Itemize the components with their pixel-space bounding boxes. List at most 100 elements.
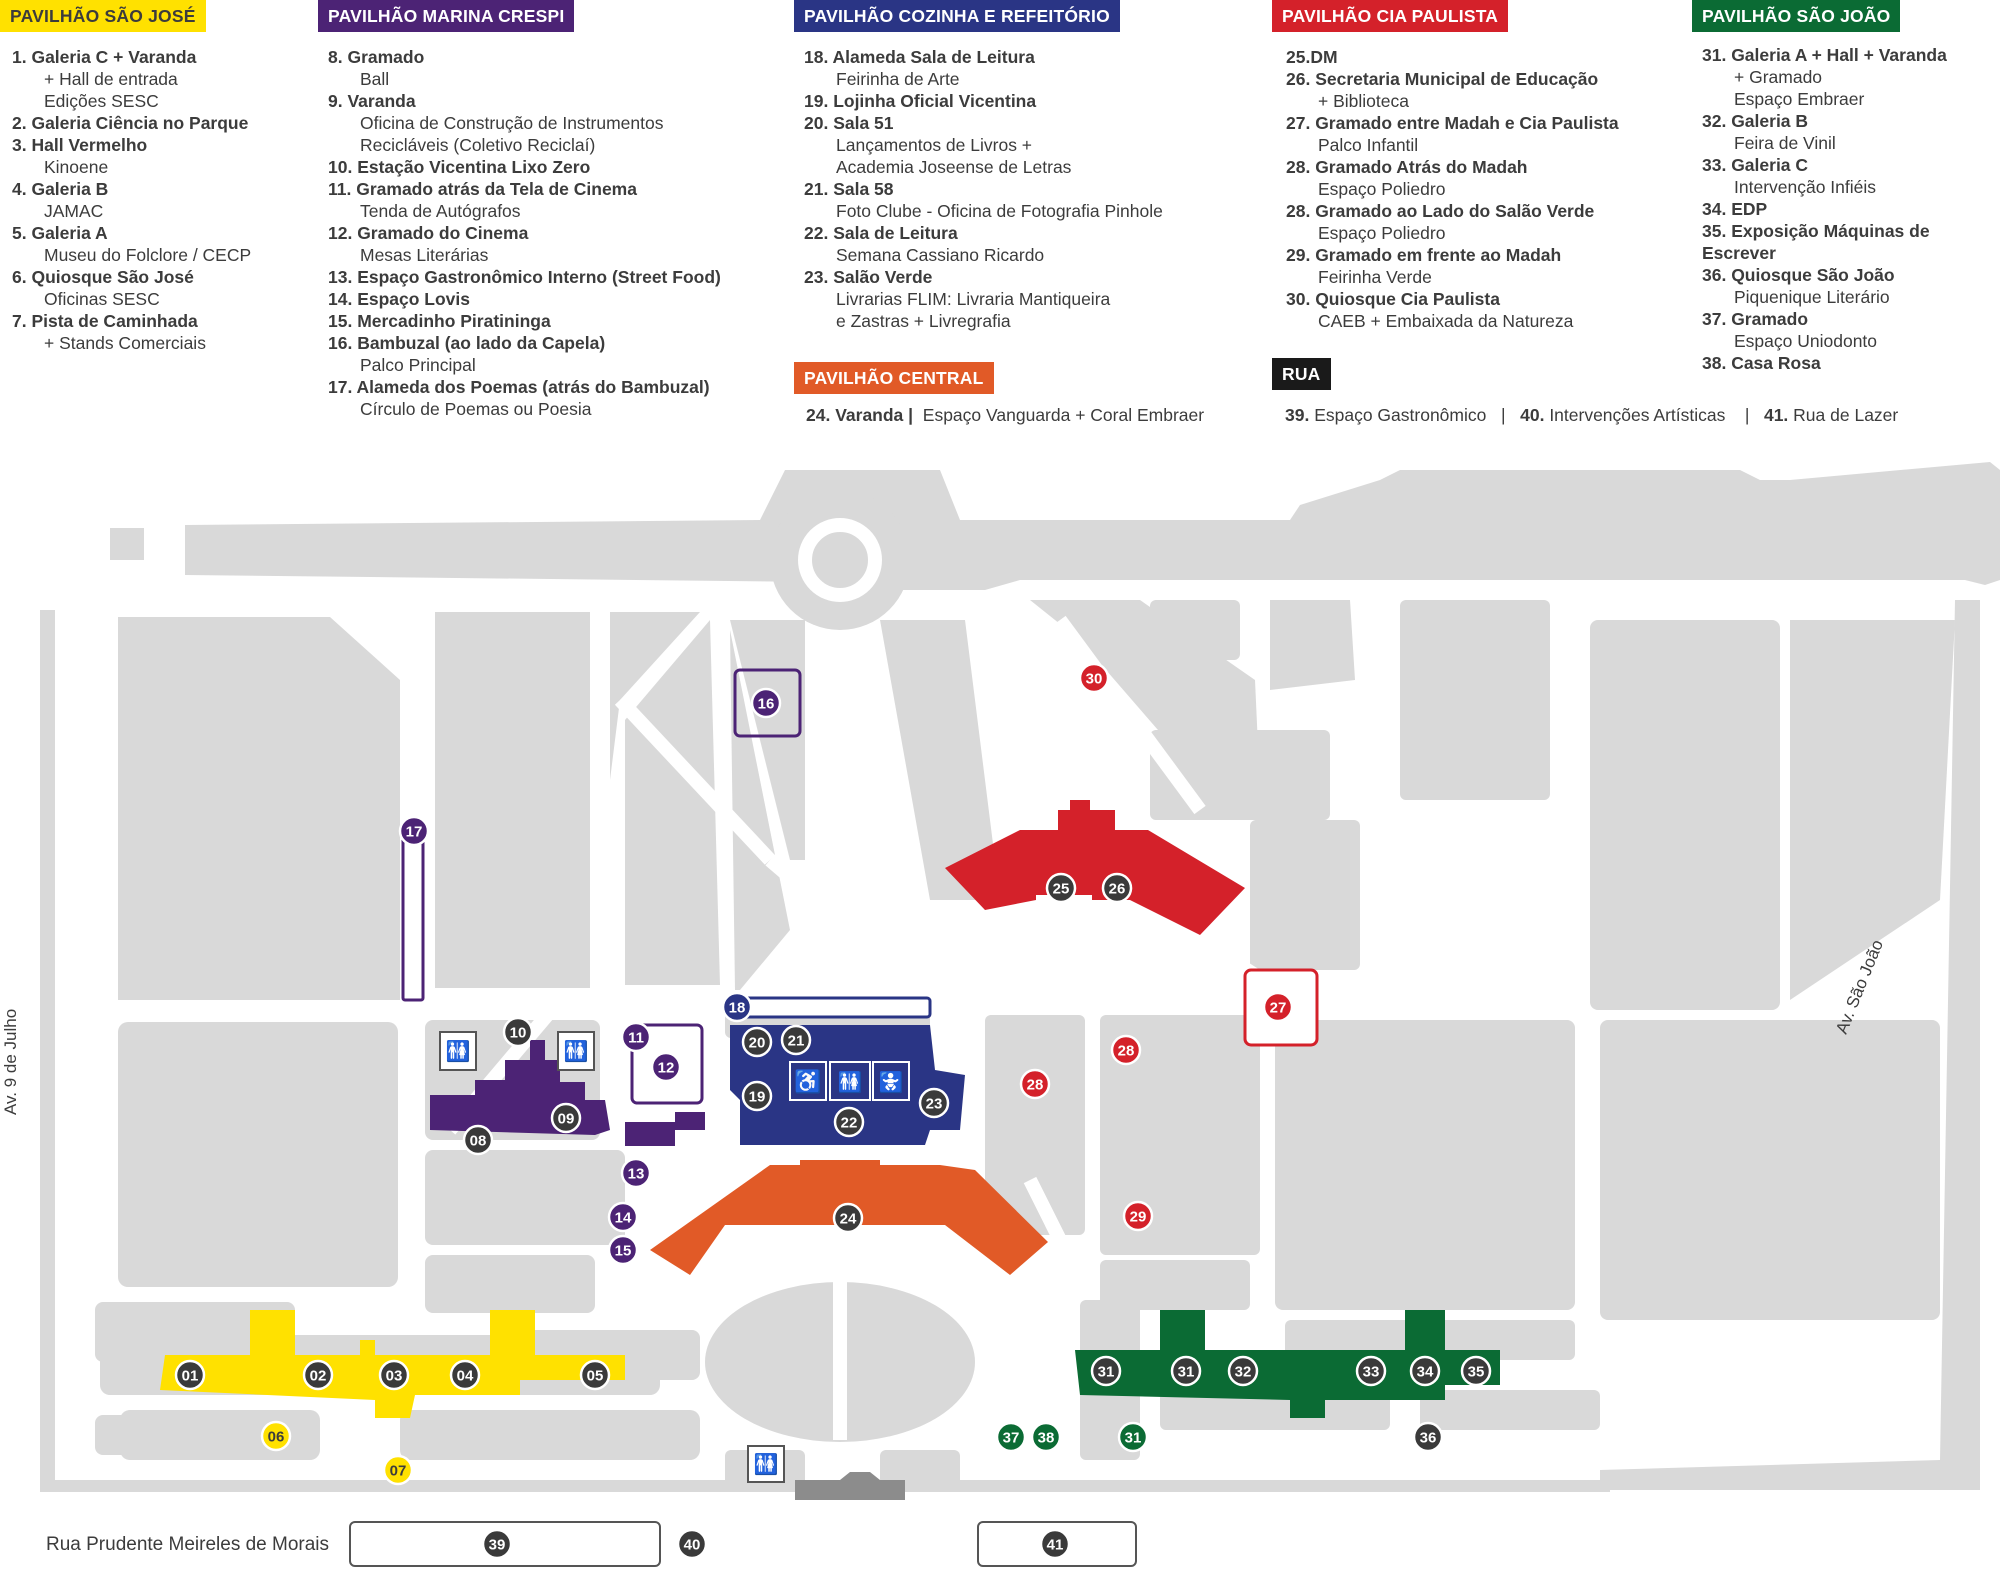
map-marker-01[interactable]: 01 xyxy=(174,1359,206,1391)
map-marker-41[interactable]: 41 xyxy=(1039,1528,1071,1560)
map-marker-20[interactable]: 20 xyxy=(741,1026,773,1058)
map-marker-label: 39 xyxy=(489,1537,506,1554)
map-marker-label: 36 xyxy=(1420,1430,1437,1447)
restroom-icon: 🚻 xyxy=(557,1031,595,1071)
map-marker-23[interactable]: 23 xyxy=(918,1087,950,1119)
map-marker-14[interactable]: 14 xyxy=(607,1201,639,1233)
map-marker-circle xyxy=(620,1157,652,1189)
legend-item-detail: Museu do Folclore / CECP xyxy=(44,245,252,265)
map-marker-label: 05 xyxy=(587,1368,604,1385)
map-marker-label: 25 xyxy=(1053,881,1070,898)
map-marker-label: 28 xyxy=(1027,1077,1044,1094)
map-marker-16[interactable]: 16 xyxy=(750,687,782,719)
map-marker-24[interactable]: 24 xyxy=(832,1202,864,1234)
map-marker-12[interactable]: 12 xyxy=(650,1051,682,1083)
map-marker-39[interactable]: 39 xyxy=(481,1528,513,1560)
map-marker-37[interactable]: 37 xyxy=(995,1421,1027,1453)
map-marker-22[interactable]: 22 xyxy=(833,1106,865,1138)
legend-item: 7. Pista de Caminhada+ Stands Comerciais xyxy=(12,310,310,354)
legend-item-title: 22. Sala de Leitura xyxy=(804,223,958,243)
map-marker-31[interactable]: 31 xyxy=(1090,1355,1122,1387)
map-marker-31[interactable]: 31 xyxy=(1117,1421,1149,1453)
map-marker-28[interactable]: 28 xyxy=(1110,1034,1142,1066)
restroom-icon: 🚻 xyxy=(439,1031,477,1071)
map-marker-34[interactable]: 34 xyxy=(1409,1355,1441,1387)
map-marker-label: 01 xyxy=(182,1368,199,1385)
legend-title-sao-jose: PAVILHÃO SÃO JOSÉ xyxy=(0,0,206,32)
map-marker-label: 15 xyxy=(615,1243,632,1260)
map-marker-40[interactable]: 40 xyxy=(676,1528,708,1560)
map-marker-circle xyxy=(302,1359,334,1391)
map-marker-04[interactable]: 04 xyxy=(449,1359,481,1391)
map-marker-circle xyxy=(1227,1355,1259,1387)
map-marker-02[interactable]: 02 xyxy=(302,1359,334,1391)
map-marker-25[interactable]: 25 xyxy=(1045,872,1077,904)
legend-item-title: 20. Sala 51 xyxy=(804,113,894,133)
legend-item-detail: Recicláveis (Coletivo Reciclaí) xyxy=(360,135,596,155)
map-marker-label: 30 xyxy=(1086,671,1103,688)
rua-separator: | xyxy=(1744,405,1750,425)
map-marker-17[interactable]: 17 xyxy=(398,815,430,847)
map-marker-32[interactable]: 32 xyxy=(1227,1355,1259,1387)
map-marker-08[interactable]: 08 xyxy=(462,1124,494,1156)
map-marker-06[interactable]: 06 xyxy=(260,1420,292,1452)
svg-text:🚻: 🚻 xyxy=(564,1039,589,1063)
map-marker-circle xyxy=(1122,1200,1154,1232)
map-marker-09[interactable]: 09 xyxy=(550,1102,582,1134)
map-marker-36[interactable]: 36 xyxy=(1412,1421,1444,1453)
map-marker-label: 12 xyxy=(658,1060,675,1077)
map-marker-26[interactable]: 26 xyxy=(1101,872,1133,904)
map-marker-13[interactable]: 13 xyxy=(620,1157,652,1189)
map-marker-21[interactable]: 21 xyxy=(780,1024,812,1056)
legend-central-item-number: 24. Varanda | xyxy=(806,405,914,425)
cinema-lawn-outline xyxy=(630,1023,704,1105)
legend-title-sao-joao: PAVILHÃO SÃO JOÃO xyxy=(1692,0,1901,32)
map-marker-circle xyxy=(620,1021,652,1053)
legend-item-title: 9. Varanda xyxy=(328,91,416,111)
map-marker-29[interactable]: 29 xyxy=(1122,1200,1154,1232)
map-marker-19[interactable]: 19 xyxy=(741,1080,773,1112)
map-marker-15[interactable]: 15 xyxy=(607,1234,639,1266)
map-marker-03[interactable]: 03 xyxy=(378,1359,410,1391)
map-marker-label: 37 xyxy=(1003,1430,1020,1447)
legend-item-title: 28. Gramado ao Lado do Salão Verde xyxy=(1286,201,1595,221)
map-marker-label: 22 xyxy=(841,1115,858,1132)
map-marker-05[interactable]: 05 xyxy=(579,1359,611,1391)
map-marker-label: 26 xyxy=(1109,881,1126,898)
map-marker-label: 33 xyxy=(1363,1364,1380,1381)
map-marker-30[interactable]: 30 xyxy=(1078,662,1110,694)
street-label-bottom: Rua Prudente Meireles de Morais xyxy=(46,1534,329,1555)
map-marker-31[interactable]: 31 xyxy=(1170,1355,1202,1387)
restroom-icon: 🚻 xyxy=(747,1445,785,1483)
legend-item-detail: Livrarias FLIM: Livraria Mantiqueira xyxy=(836,289,1111,309)
map-marker-35[interactable]: 35 xyxy=(1460,1355,1492,1387)
legend-item-detail: Espaço Uniodonto xyxy=(1734,331,1878,351)
map-marker-10[interactable]: 10 xyxy=(502,1016,534,1048)
map-marker-28[interactable]: 28 xyxy=(1019,1068,1051,1100)
map-marker-33[interactable]: 33 xyxy=(1355,1355,1387,1387)
map-marker-38[interactable]: 38 xyxy=(1030,1421,1062,1453)
map-marker-circle xyxy=(721,991,753,1023)
map-marker-07[interactable]: 07 xyxy=(382,1454,414,1486)
pavilion-sao-joao xyxy=(1075,1310,1500,1418)
legend-title-central: PAVILHÃO CENTRAL xyxy=(794,362,994,394)
map-marker-circle xyxy=(1110,1034,1142,1066)
map-marker-circle xyxy=(995,1421,1027,1453)
map-marker-18[interactable]: 18 xyxy=(721,991,753,1023)
legend-item-title: 12. Gramado do Cinema xyxy=(328,223,529,243)
legend-item-title: 28. Gramado Atrás do Madah xyxy=(1286,157,1528,177)
map-marker-11[interactable]: 11 xyxy=(620,1021,652,1053)
legend-central-item-text: Espaço Vanguarda + Coral Embraer xyxy=(922,405,1205,425)
map-marker-27[interactable]: 27 xyxy=(1262,991,1294,1023)
